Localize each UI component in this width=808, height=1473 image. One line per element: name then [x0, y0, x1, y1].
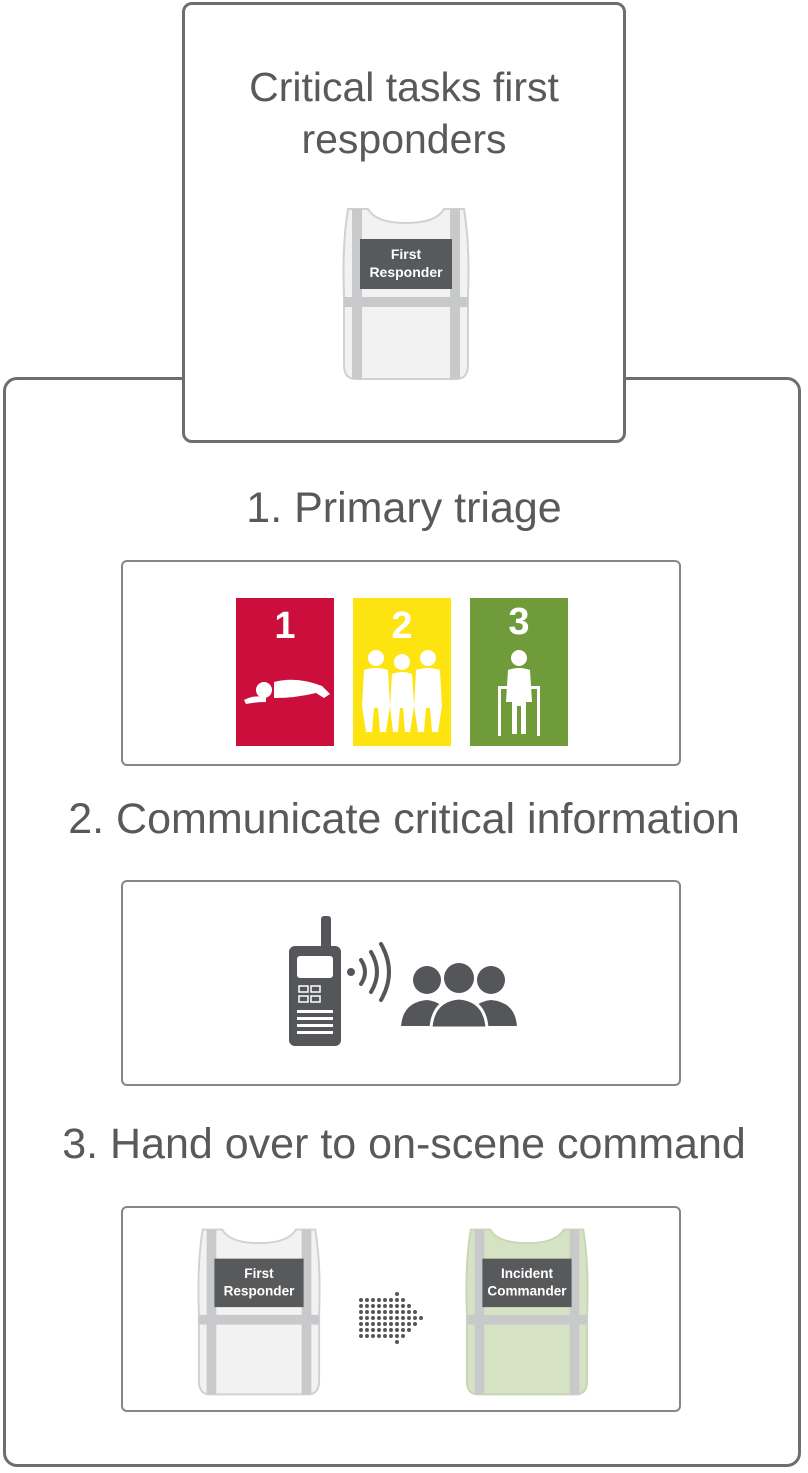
vest-label-line2: Responder — [369, 264, 443, 280]
arrow-dot — [371, 1304, 375, 1308]
arrow-dot — [389, 1334, 393, 1338]
arrow-dot — [395, 1304, 399, 1308]
arrow-dot — [365, 1310, 369, 1314]
triage-number-2: 2 — [391, 605, 412, 647]
arrow-dot — [407, 1304, 411, 1308]
arrow-dot — [359, 1328, 363, 1332]
arrow-dot — [401, 1316, 405, 1320]
arrow-dot — [413, 1322, 417, 1326]
arrow-dot — [401, 1304, 405, 1308]
arrow-dot — [413, 1316, 417, 1320]
arrow-dot — [359, 1298, 363, 1302]
triage-category-1: 1 — [236, 598, 334, 746]
arrow-dot — [365, 1316, 369, 1320]
arrow-dot — [395, 1298, 399, 1302]
triage-category-2: 2 — [353, 598, 451, 746]
arrow-dot — [395, 1334, 399, 1338]
arrow-dot — [407, 1316, 411, 1320]
radio-to-team-illustration — [289, 916, 517, 1046]
first-responder-vest-icon: First Responder — [342, 208, 470, 380]
arrow-dot — [371, 1310, 375, 1314]
arrow-dot — [395, 1322, 399, 1326]
arrow-dot — [389, 1298, 393, 1302]
two-way-radio-icon — [289, 916, 341, 1046]
arrow-dot — [377, 1328, 381, 1332]
arrow-dot — [413, 1310, 417, 1314]
arrow-dot — [401, 1310, 405, 1314]
vest-label-line1: First — [391, 246, 422, 262]
arrow-dot — [371, 1322, 375, 1326]
arrow-dot — [401, 1334, 405, 1338]
arrow-dot — [377, 1322, 381, 1326]
arrow-dot — [419, 1316, 423, 1320]
arrow-dot — [359, 1322, 363, 1326]
arrow-dot — [383, 1322, 387, 1326]
dotted-arrow-icon — [359, 1292, 423, 1344]
arrow-dot — [389, 1316, 393, 1320]
arrow-dot — [395, 1310, 399, 1314]
arrow-dot — [377, 1310, 381, 1314]
walking-wounded-group-icon — [362, 650, 442, 732]
communicate-panel — [121, 880, 681, 1086]
to-vest-label-line2: Commander — [487, 1283, 567, 1298]
arrow-dot — [395, 1340, 399, 1344]
arrow-dot — [359, 1310, 363, 1314]
arrow-dot — [389, 1328, 393, 1332]
person-with-crutches-icon — [498, 650, 540, 736]
lying-person-icon — [244, 679, 330, 704]
arrow-dot — [401, 1298, 405, 1302]
arrow-dot — [365, 1328, 369, 1332]
arrow-dot — [389, 1304, 393, 1308]
arrow-dot — [371, 1334, 375, 1338]
arrow-dot — [377, 1334, 381, 1338]
arrow-dot — [389, 1322, 393, 1326]
triage-number-3: 3 — [508, 601, 529, 643]
from-vest-label-line1: First — [244, 1266, 274, 1281]
arrow-dot — [383, 1298, 387, 1302]
arrow-dot — [395, 1328, 399, 1332]
arrow-dot — [359, 1316, 363, 1320]
triage-number-1: 1 — [274, 605, 295, 647]
arrow-dot — [407, 1322, 411, 1326]
arrow-dot — [407, 1328, 411, 1332]
arrow-dot — [365, 1298, 369, 1302]
arrow-dot — [365, 1304, 369, 1308]
arrow-dot — [401, 1328, 405, 1332]
step-3-title: 3. Hand over to on-scene command — [62, 1120, 746, 1168]
arrow-dot — [383, 1328, 387, 1332]
arrow-dot — [359, 1334, 363, 1338]
signal-waves-icon — [347, 942, 391, 1002]
arrow-dot — [395, 1292, 399, 1296]
arrow-dot — [365, 1334, 369, 1338]
arrow-dot — [371, 1316, 375, 1320]
from-vest-label-line2: Responder — [224, 1283, 296, 1298]
step-1-title: 1. Primary triage — [246, 484, 562, 532]
arrow-dot — [395, 1316, 399, 1320]
header-title: Critical tasks first responders — [249, 64, 559, 162]
arrow-dot — [371, 1328, 375, 1332]
handover-panel: First Responder Incident Commander — [121, 1206, 681, 1412]
arrow-dot — [371, 1298, 375, 1302]
arrow-dot — [377, 1304, 381, 1308]
arrow-dot — [407, 1310, 411, 1314]
arrow-dot — [383, 1316, 387, 1320]
triage-categories: 1 2 3 — [236, 598, 568, 746]
arrow-dot — [401, 1322, 405, 1326]
arrow-dot — [377, 1298, 381, 1302]
to-vest-label-line1: Incident — [501, 1266, 553, 1281]
arrow-dot — [383, 1334, 387, 1338]
arrow-dot — [365, 1322, 369, 1326]
triage-category-3: 3 — [470, 598, 568, 746]
first-responder-vest-icon: First Responder — [197, 1228, 321, 1396]
arrow-dot — [383, 1310, 387, 1314]
incident-commander-vest-icon: Incident Commander — [465, 1228, 589, 1396]
arrow-dot — [389, 1310, 393, 1314]
header-card: Critical tasks first responders First Re… — [182, 2, 626, 443]
step-2-title: 2. Communicate critical information — [68, 795, 740, 843]
arrow-dot — [359, 1304, 363, 1308]
team-group-icon — [401, 963, 517, 1030]
arrow-dot — [377, 1316, 381, 1320]
triage-panel: 1 2 3 — [121, 560, 681, 766]
arrow-dot — [383, 1304, 387, 1308]
